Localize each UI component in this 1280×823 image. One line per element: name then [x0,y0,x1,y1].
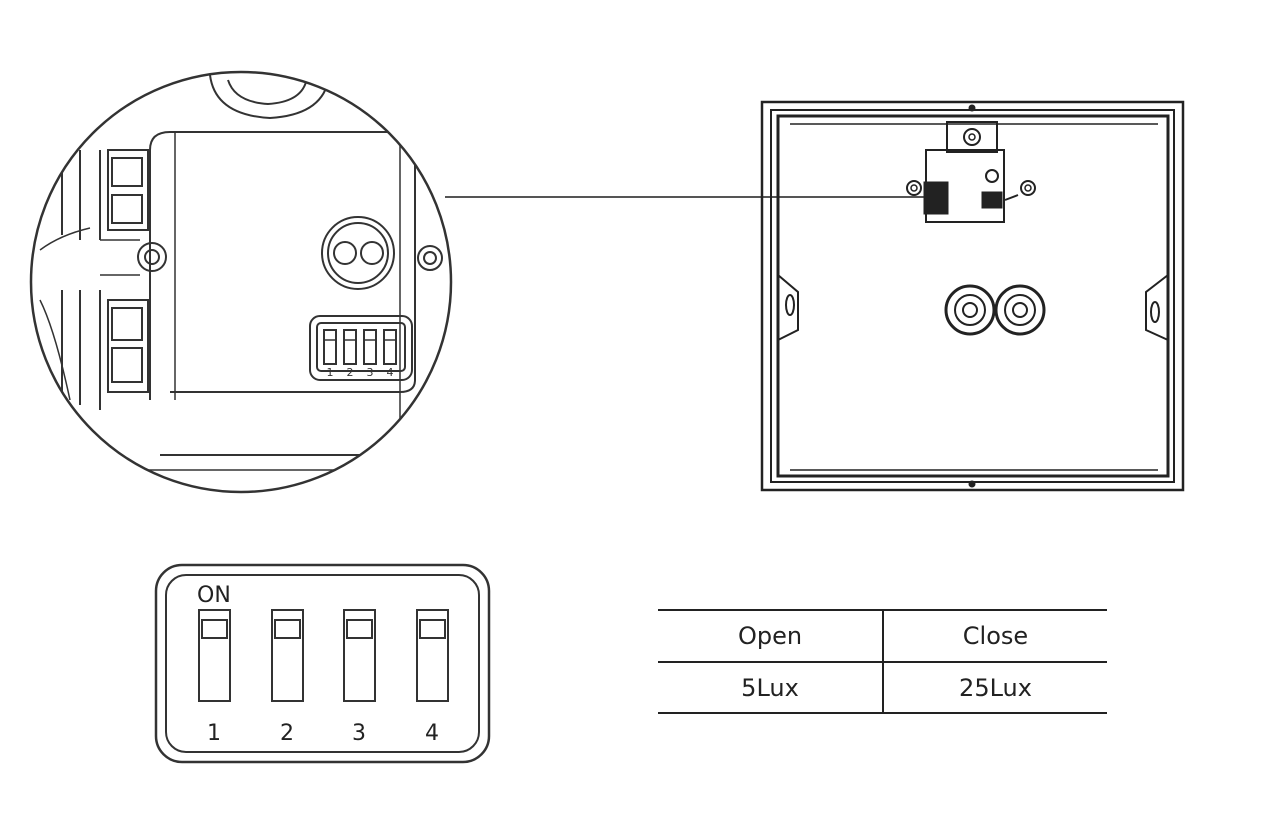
dip-switch-3: 3 [343,609,376,746]
value-open: 5Lux [741,673,799,702]
detail-dip-number: 2 [347,366,354,379]
zoom-circle-outline [29,70,453,494]
value-close: 25Lux [959,673,1032,702]
header-close: Close [962,622,1029,650]
dip-switch-1: 1 [198,609,231,746]
dip-switch-slot [271,609,304,702]
lux-threshold-table: Open Close 5Lux 25Lux [658,609,1107,714]
table-column-divider [882,609,884,714]
detail-dip-number: 4 [387,366,394,379]
header-open: Open [737,622,803,650]
dip-on-label: ON [197,583,231,608]
dip-switch-knob [346,619,373,639]
detail-dip-number: 3 [367,366,374,379]
dip-switch-slot [343,609,376,702]
detail-dip-number: 1 [327,366,334,379]
dip-switch-slot [416,609,449,702]
dip-switch-number: 2 [280,721,294,746]
dip-switch-number: 3 [352,721,366,746]
dip-switch-knob [419,619,446,639]
dip-switch-number: 1 [207,721,221,746]
dip-switch: ON 1 2 3 4 [154,563,491,764]
dip-switch-knob [201,619,228,639]
sensor-back-view [760,100,1185,492]
zoom-detail-view: 1 2 3 4 [29,70,453,494]
dip-switch-slot [198,609,231,702]
dip-switch-number: 4 [425,721,439,746]
dip-switch-knob [274,619,301,639]
dip-switch-4: 4 [416,609,449,746]
dip-switch-slots: 1 2 3 4 [198,609,449,746]
dip-switch-2: 2 [271,609,304,746]
